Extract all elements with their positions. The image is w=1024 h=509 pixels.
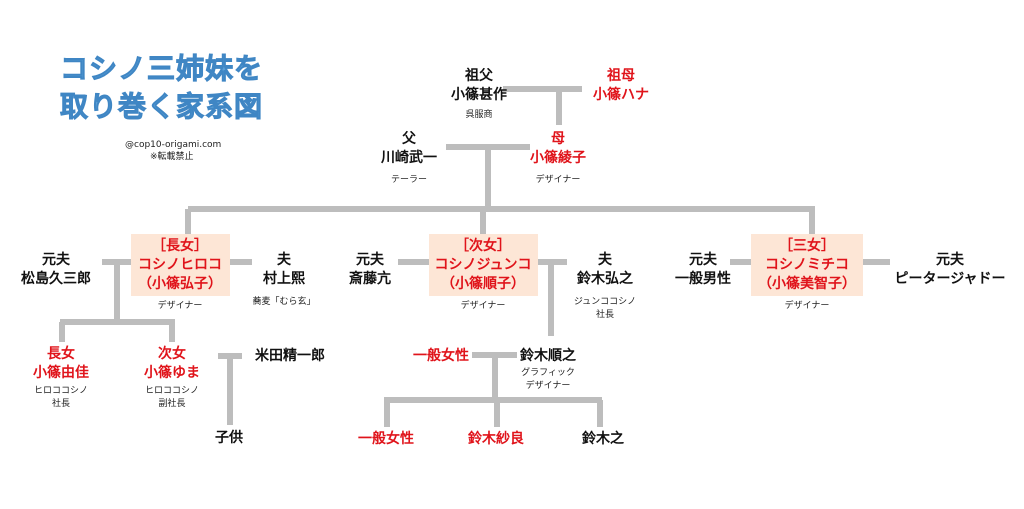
junko-husband-name: 鈴木弘之: [577, 271, 633, 287]
junko-husband-note-1: ジュンココシノ: [573, 297, 637, 307]
junko-son-note-2: デザイナー: [525, 381, 571, 391]
sister2-kanji: （小篠順子）: [441, 276, 525, 292]
sister2-note: デザイナー: [460, 301, 506, 311]
hiroko-daughter2-note-2: 副社長: [158, 399, 186, 409]
sister1-name: コシノヒロコ: [138, 257, 222, 273]
sister3-node: ［三女］ コシノミチコ （小篠美智子）: [758, 237, 856, 294]
title-line-2: 取り巻く家系図: [59, 90, 264, 124]
hiroko-daughter2-relation: 次女: [158, 346, 186, 362]
junko-husband-note-2: 社長: [595, 310, 614, 320]
sister3-name: コシノミチコ: [765, 257, 849, 273]
grandfather-relation: 祖父: [465, 68, 493, 84]
sister1-node: ［長女］ コシノヒロコ （小篠弘子）: [138, 237, 222, 294]
sister2-name: コシノジュンコ: [434, 257, 532, 273]
michiko-ex1-node: 元夫 一般男性: [675, 251, 731, 289]
yoneda-child: 子供: [215, 430, 243, 446]
michiko-ex2-relation: 元夫: [936, 252, 964, 268]
father-node: 父 川崎武一 テーラー: [381, 130, 437, 187]
hiroko-ex-husband-node: 元夫 松島久三郎: [21, 251, 91, 289]
hiroko-husband-node: 夫 村上熙 蕎麦「むら玄」: [252, 251, 315, 309]
hiroko-daughter2-note-1: ヒロココシノ: [144, 386, 199, 396]
hiroko-husband-name: 村上熙: [262, 271, 305, 287]
hiroko-husband-note: 蕎麦「むら玄」: [252, 297, 316, 307]
grandfather-node: 祖父 小篠甚作 呉服商: [451, 67, 507, 122]
grandfather-name: 小篠甚作: [451, 87, 507, 103]
junko-husband-relation: 夫: [598, 252, 612, 268]
hiroko-daughter2-node: 次女 小篠ゆま ヒロココシノ 副社長: [144, 345, 200, 411]
sister2-node: ［次女］ コシノジュンコ （小篠順子）: [434, 237, 531, 294]
mother-relation: 母: [551, 131, 565, 147]
yoneda-name: 米田精一郎: [255, 348, 325, 364]
father-note: テーラー: [390, 175, 427, 185]
grandmother-node: 祖母 小篠ハナ: [593, 67, 649, 105]
grandfather-note: 呉服商: [465, 110, 493, 120]
michiko-ex2-name: ピータージャドー: [894, 271, 1006, 287]
sister3-kanji: （小篠美智子）: [758, 276, 856, 292]
mother-node: 母 小篠綾子 デザイナー: [530, 130, 586, 187]
grandchild1-name: 一般女性: [358, 431, 414, 447]
hiroko-daughter2-name: 小篠ゆま: [144, 365, 200, 381]
grandchild2-name: 鈴木紗良: [468, 431, 524, 447]
sister2-rank: ［次女］: [455, 238, 511, 254]
hiroko-daughter1-note-2: 社長: [51, 399, 70, 409]
sister1-highlight: [131, 234, 230, 296]
title-line-1: コシノ三姉妹を: [59, 52, 264, 86]
hiroko-daughter1-note-1: ヒロココシノ: [33, 386, 88, 396]
father-name: 川崎武一: [381, 150, 437, 166]
sister2-highlight: [429, 234, 538, 296]
sister3-rank: ［三女］: [779, 238, 835, 254]
sister1-kanji: （小篠弘子）: [138, 276, 222, 292]
junko-ex-name: 斎藤亢: [349, 271, 391, 287]
hiroko-daughter1-node: 長女 小篠由佳 ヒロココシノ 社長: [33, 345, 89, 411]
diagram-title: コシノ三姉妹を 取り巻く家系図: [59, 50, 264, 126]
junko-son-node: 鈴木順之 グラフィック デザイナー: [520, 347, 576, 393]
mother-note: デザイナー: [535, 175, 581, 185]
sister1-note: デザイナー: [157, 301, 203, 311]
michiko-ex1-relation: 元夫: [689, 252, 717, 268]
hiroko-daughter1-relation: 長女: [47, 346, 75, 362]
mother-name: 小篠綾子: [530, 150, 586, 166]
sister1-rank: ［長女］: [152, 238, 208, 254]
grandmother-name: 小篠ハナ: [593, 87, 649, 103]
michiko-ex1-name: 一般男性: [675, 271, 731, 287]
father-relation: 父: [402, 131, 416, 147]
hiroko-husband-relation: 夫: [276, 252, 291, 268]
hiroko-ex-relation: 元夫: [42, 252, 70, 268]
junko-son-name: 鈴木順之: [520, 348, 576, 364]
junko-ex-husband-node: 元夫 斎藤亢: [349, 251, 391, 289]
sister3-note: デザイナー: [784, 301, 830, 311]
no-reprint-notice: ※転載禁止: [150, 152, 194, 162]
michiko-ex2-node: 元夫 ピータージャドー: [894, 251, 1005, 289]
sister3-highlight: [751, 234, 863, 296]
junko-son-note-1: グラフィック: [521, 368, 575, 378]
son-partner-name: 一般女性: [413, 348, 469, 364]
junko-husband-node: 夫 鈴木弘之 ジュンココシノ 社長: [574, 251, 636, 322]
grandmother-relation: 祖母: [607, 68, 635, 84]
hiroko-daughter1-name: 小篠由佳: [33, 365, 89, 381]
grandchild3-name: 鈴木之: [582, 431, 624, 447]
hiroko-ex-name: 松島久三郎: [21, 271, 91, 287]
copyright-text: @cop10-origami.com: [125, 140, 222, 150]
junko-ex-relation: 元夫: [356, 252, 384, 268]
